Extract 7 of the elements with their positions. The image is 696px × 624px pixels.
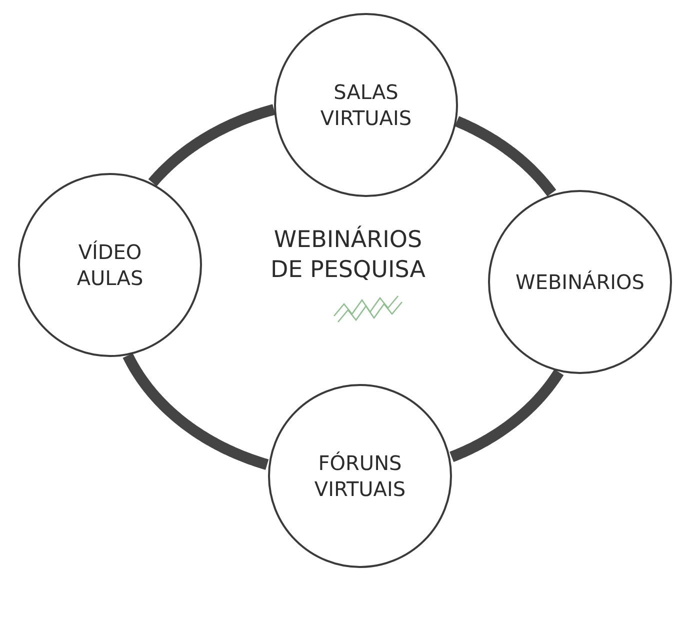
node-label: VÍDEO AULAS — [76, 239, 144, 291]
connector-arc — [448, 368, 564, 462]
node-label: FÓRUNS VIRTUAIS — [313, 450, 407, 502]
node-label: WEBINÁRIOS — [515, 269, 645, 295]
node-label: SALAS VIRTUAIS — [319, 79, 413, 131]
connector-arc — [122, 352, 271, 470]
center-heading: WEBINÁRIOS DE PESQUISA — [269, 226, 427, 285]
